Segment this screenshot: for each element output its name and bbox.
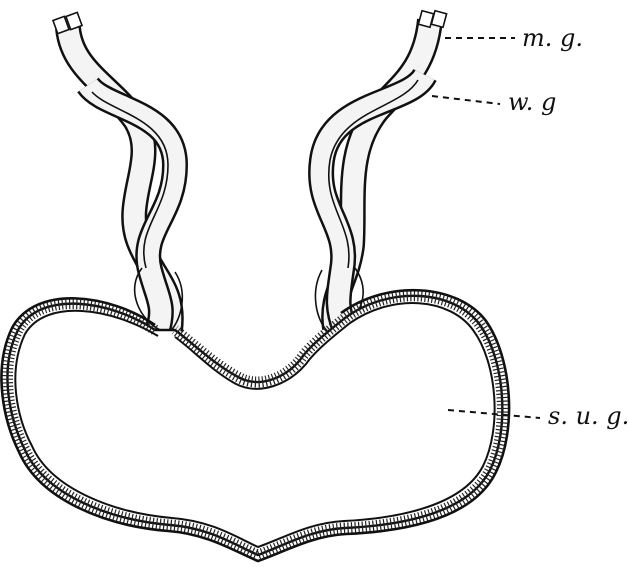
gland-body <box>7 296 502 555</box>
label-sug: s. u. g. <box>548 402 628 430</box>
label-mg-group: m. g. <box>445 24 583 52</box>
label-wg: w. g <box>508 88 556 116</box>
label-wg-group: w. g <box>432 88 556 116</box>
gland <box>1 290 509 561</box>
label-mg: m. g. <box>522 24 583 52</box>
left-ducts <box>53 12 182 332</box>
right-ducts <box>315 11 446 332</box>
